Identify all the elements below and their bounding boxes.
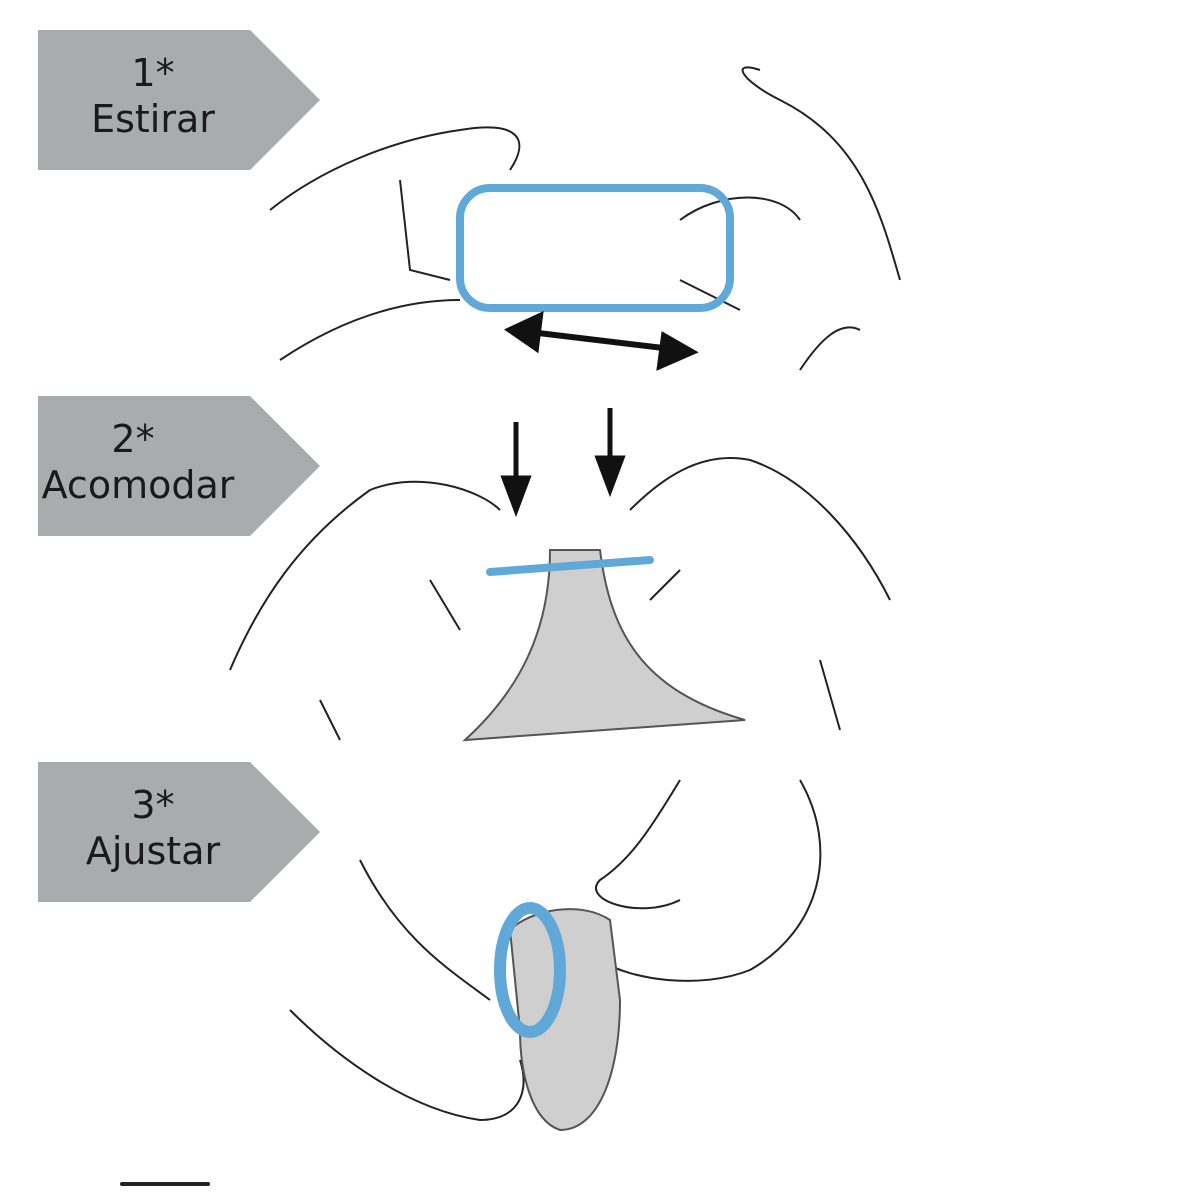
step-2-tag: 2* Acomodar	[38, 396, 320, 536]
left-hand-outline	[269, 126, 521, 361]
double-arrow-icon	[503, 310, 699, 371]
tag-shape	[38, 30, 320, 170]
step-label: Ajustar	[85, 829, 221, 873]
right-hand-outline	[629, 457, 891, 731]
step-2-illustration	[229, 408, 891, 742]
grey-shape	[508, 908, 622, 1132]
right-hand-outline	[679, 66, 901, 371]
grey-shape	[462, 549, 746, 742]
step-1-tag: 1* Estirar	[38, 30, 320, 170]
tag-shape	[38, 762, 320, 902]
step-number: 3*	[131, 783, 175, 827]
ring	[494, 902, 566, 1038]
step-number: 1*	[131, 51, 175, 95]
upper-hand-outline	[595, 779, 822, 982]
step-3-illustration	[289, 779, 822, 1132]
divider-mark	[120, 1182, 210, 1186]
step-3-tag: 3* Ajustar	[38, 762, 320, 902]
lower-hand-outline	[289, 859, 525, 1122]
step-1-illustration	[269, 66, 901, 371]
down-arrow-icon	[500, 408, 626, 518]
left-hand-outline	[229, 480, 501, 741]
band-stretched	[456, 184, 734, 312]
step-number: 2*	[111, 417, 155, 461]
band	[486, 556, 654, 576]
step-label: Acomodar	[41, 463, 235, 507]
step-label: Estirar	[91, 97, 215, 141]
tag-shape	[38, 396, 320, 536]
